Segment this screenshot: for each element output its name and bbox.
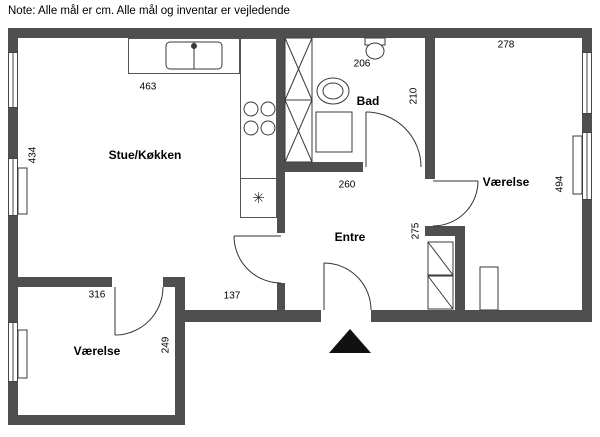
dim-bedroom-right-height: 494 xyxy=(554,175,566,193)
room-label-living-kitchen: Stue/Køkken xyxy=(108,148,182,162)
room-label-bath: Bad xyxy=(356,94,380,108)
shaft-icon xyxy=(284,37,313,163)
wall-bottom-main-right xyxy=(371,310,582,322)
wardrobe-icon xyxy=(479,266,499,311)
dim-entry-height: 275 xyxy=(410,222,422,240)
wall-top xyxy=(8,28,592,38)
window-left-3 xyxy=(8,322,18,382)
window-right-1 xyxy=(582,52,592,114)
wall-kitchen xyxy=(277,38,285,233)
dim-hall-width: 137 xyxy=(223,290,241,302)
dim-bedroom-bottom-width: 316 xyxy=(88,289,106,301)
kitchen-sink-icon xyxy=(165,41,223,70)
dim-bedroom-right-width: 278 xyxy=(497,39,515,51)
wall-lower-room-right xyxy=(175,277,185,425)
window-left-2 xyxy=(8,158,18,216)
window-right-2 xyxy=(582,132,592,200)
wall-kitchen-stub xyxy=(277,283,285,312)
wall-lower-room-top-a xyxy=(8,277,112,287)
window-left-1 xyxy=(8,52,18,108)
wall-lower-room-top-b xyxy=(163,277,185,287)
room-label-entry: Entre xyxy=(334,230,366,244)
freezer-box: ✳ xyxy=(240,178,277,218)
stove-icon xyxy=(243,101,276,136)
dim-bedroom-bottom-height: 249 xyxy=(160,336,172,354)
door-entrance xyxy=(323,262,372,311)
wall-entry-connector xyxy=(425,226,465,236)
basin-icon xyxy=(316,77,350,105)
freezer-icon: ✳ xyxy=(252,190,265,207)
wall-bottom-main-left xyxy=(175,310,321,322)
note-text: Note: Alle mål er cm. Alle mål og invent… xyxy=(8,5,290,17)
dim-living-height: 434 xyxy=(27,146,39,164)
room-label-bedroom-right: Værelse xyxy=(482,175,530,189)
dim-living-width: 463 xyxy=(139,81,157,93)
door-bath xyxy=(365,111,422,168)
door-bedroom-right xyxy=(432,180,479,227)
dim-bath-width: 206 xyxy=(353,58,371,70)
entrance-arrow-icon xyxy=(329,329,371,353)
wall-bath-bottom xyxy=(285,162,363,172)
door-bedroom-bottom xyxy=(114,286,164,336)
toilet-icon xyxy=(364,37,386,60)
room-label-bedroom-bottom: Værelse xyxy=(73,344,121,358)
wall-bath-bedroom xyxy=(425,38,435,179)
wall-bottom-lower-room xyxy=(8,415,185,425)
dim-bath-bottom-width: 260 xyxy=(338,179,356,191)
washer-icon xyxy=(315,111,353,153)
dim-bath-height: 210 xyxy=(408,87,420,105)
wall-entry-closet xyxy=(455,226,465,322)
wall-left xyxy=(8,28,18,425)
door-kitchen xyxy=(233,235,282,284)
radiator-icons xyxy=(17,135,583,379)
closet-icon xyxy=(427,241,454,310)
